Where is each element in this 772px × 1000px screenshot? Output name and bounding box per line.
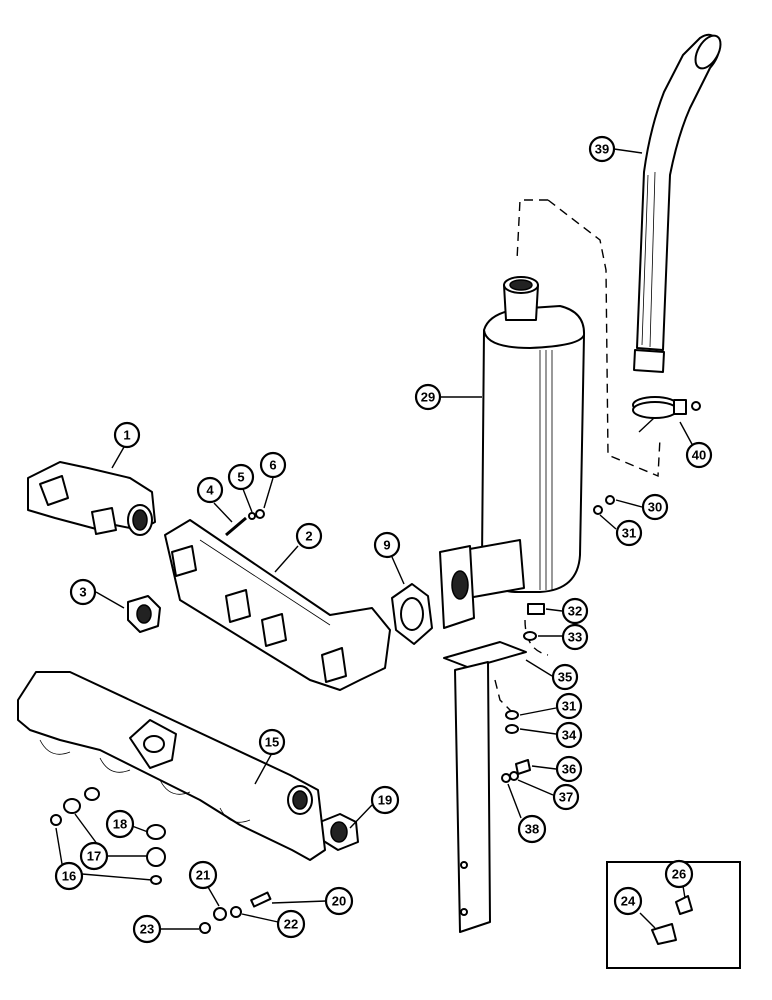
- callout-35: 35: [551, 663, 579, 691]
- callout-33: 33: [561, 623, 589, 651]
- svg-text:38: 38: [525, 822, 539, 837]
- callout-34: 34: [555, 721, 583, 749]
- svg-text:5: 5: [237, 470, 244, 485]
- svg-text:31: 31: [562, 699, 576, 714]
- callout-17: 17: [79, 841, 109, 871]
- exhaust-manifold-section: [164, 519, 391, 691]
- svg-text:26: 26: [672, 867, 686, 882]
- callout-38: 38: [517, 814, 547, 844]
- callout-20: 20: [324, 886, 354, 916]
- callout-26: 26: [664, 859, 694, 889]
- support-bracket: [443, 641, 527, 933]
- svg-text:1: 1: [123, 428, 130, 443]
- svg-text:24: 24: [621, 894, 636, 909]
- svg-text:34: 34: [562, 728, 577, 743]
- gasket-outlet: [319, 813, 359, 851]
- pipe-clamp: [632, 396, 701, 433]
- svg-text:32: 32: [568, 604, 582, 619]
- svg-text:22: 22: [284, 917, 298, 932]
- callout-19: 19: [370, 785, 400, 815]
- callout-24: 24: [613, 886, 643, 916]
- svg-text:2: 2: [305, 529, 312, 544]
- svg-text:6: 6: [269, 458, 276, 473]
- exhaust-pipe: [633, 33, 722, 373]
- svg-text:21: 21: [196, 868, 210, 883]
- svg-text:20: 20: [332, 894, 346, 909]
- exhaust-manifold-main: [17, 671, 326, 861]
- callout-23: 23: [132, 914, 162, 944]
- guide-line-muffler-to-bracket: [494, 619, 549, 716]
- callout-32: 32: [561, 597, 589, 625]
- svg-text:3: 3: [79, 585, 86, 600]
- svg-text:15: 15: [265, 735, 279, 750]
- callout-21: 21: [188, 860, 218, 890]
- callout-18: 18: [105, 809, 135, 839]
- svg-text:16: 16: [62, 869, 76, 884]
- gasket-small: [127, 595, 161, 633]
- svg-text:30: 30: [648, 500, 662, 515]
- callout-40: 40: [685, 441, 713, 469]
- svg-text:23: 23: [140, 922, 154, 937]
- svg-text:18: 18: [113, 817, 127, 832]
- elbow-fittings: [199, 891, 272, 934]
- callout-37: 37: [552, 783, 580, 811]
- svg-text:17: 17: [87, 849, 101, 864]
- callout-6: 6: [259, 451, 287, 479]
- callout-36: 36: [555, 755, 583, 783]
- svg-text:39: 39: [595, 142, 609, 157]
- svg-text:9: 9: [383, 538, 390, 553]
- callout-5: 5: [227, 463, 255, 491]
- svg-text:19: 19: [378, 793, 392, 808]
- svg-text:35: 35: [558, 670, 572, 685]
- svg-text:4: 4: [206, 483, 214, 498]
- guide-line-pipe-to-muffler: [516, 199, 661, 478]
- callout-31-lower: 31: [555, 692, 583, 720]
- callout-16: 16: [54, 861, 84, 891]
- exhaust-manifold-elbow: [27, 461, 156, 536]
- callout-2: 2: [295, 522, 323, 550]
- callout-30: 30: [641, 493, 669, 521]
- gasket-flange: [391, 583, 433, 645]
- callout-29: 29: [414, 383, 442, 411]
- stud-washer-nut: [225, 509, 265, 537]
- leader-lines: [55, 148, 694, 930]
- svg-text:31: 31: [622, 526, 636, 541]
- svg-text:29: 29: [421, 390, 435, 405]
- svg-text:36: 36: [562, 762, 576, 777]
- callout-3: 3: [69, 578, 97, 606]
- callout-4: 4: [196, 476, 224, 504]
- callout-9: 9: [373, 531, 401, 559]
- plug-fittings: [50, 787, 166, 885]
- svg-text:33: 33: [568, 630, 582, 645]
- callout-39: 39: [588, 135, 616, 163]
- muffler: [439, 276, 586, 629]
- svg-text:37: 37: [559, 790, 573, 805]
- callout-1: 1: [113, 421, 141, 449]
- callout-15: 15: [258, 728, 286, 756]
- mounting-hardware: [501, 495, 615, 783]
- callout-31-upper: 31: [615, 519, 643, 547]
- svg-text:40: 40: [692, 448, 706, 463]
- callout-22: 22: [276, 909, 306, 939]
